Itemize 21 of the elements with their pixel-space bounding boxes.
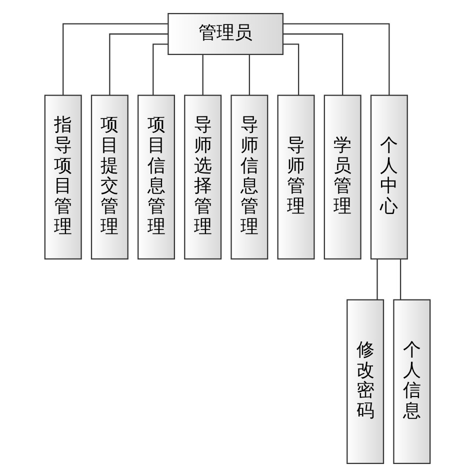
connector (62, 22, 168, 95)
connector (202, 54, 203, 95)
node-box: 导师管理 (276, 94, 314, 260)
connector (248, 54, 250, 95)
node-box: 项目提交管理 (90, 94, 128, 260)
node-box: 个人信息 (392, 298, 430, 464)
connector (282, 32, 343, 95)
connector (152, 43, 168, 95)
node-box: 修改密码 (346, 298, 384, 464)
node-box: 项目信息管理 (137, 94, 175, 260)
node-box: 导师选择管理 (184, 94, 222, 260)
connector (376, 258, 378, 300)
connector (108, 32, 168, 95)
connector (282, 43, 299, 95)
node-box: 指导项目管理 (44, 94, 82, 260)
connector (399, 258, 401, 300)
connector (282, 22, 390, 95)
node-box: 管理员 (167, 12, 284, 55)
node-box: 个人中心 (370, 94, 408, 260)
node-box: 导师信息管理 (230, 94, 268, 260)
node-box: 学员管理 (323, 94, 361, 260)
